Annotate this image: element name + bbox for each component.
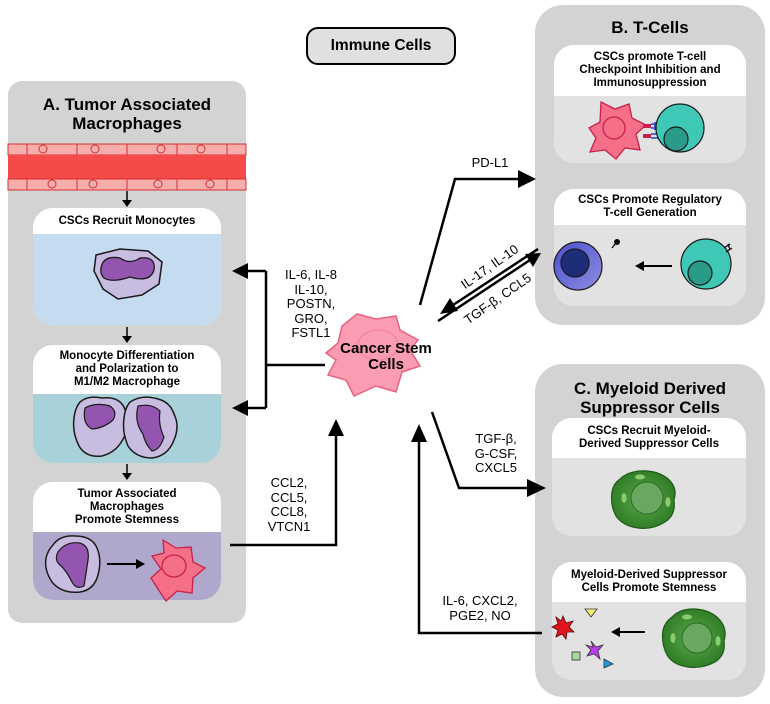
card-title: Monocyte Differentiation and Polarizatio…: [33, 345, 221, 394]
card-title-line: Cells Promote Stemness: [581, 582, 717, 594]
panel-a-title-line1: A. Tumor Associated: [42, 95, 212, 114]
arrowhead-to-csc-from-mdsc: [411, 424, 427, 442]
mdsc-stemness-icon: [661, 608, 726, 669]
panel-c-title-line1: C. Myeloid Derived: [573, 379, 727, 398]
tumor-cell-icon: [150, 538, 207, 602]
checkpoint-illustration-area: [554, 96, 746, 163]
cytokine-diamond-purple-icon: [584, 640, 605, 661]
card-title-line: Checkpoint Inhibition and: [579, 64, 721, 76]
arrowhead-to-card1: [232, 263, 248, 279]
arrow-csc-to-treg: [437, 256, 534, 323]
arrow-tam-to-csc: [230, 434, 338, 547]
label-csc-to-tam: IL-6, IL-8 IL-10, POSTN, GRO, FSTL1: [284, 267, 338, 340]
card-title-line: M1/M2 Macrophage: [73, 376, 181, 388]
card-title: Myeloid-Derived Suppressor Cells Promote…: [552, 562, 746, 602]
card-mdsc-promote-stemness: Myeloid-Derived Suppressor Cells Promote…: [552, 562, 746, 680]
csc-label-line1: Cancer Stem: [340, 340, 432, 357]
card-title-line: Macrophages: [89, 500, 165, 513]
flow-arrow-vessel-to-card1: [122, 191, 132, 207]
cancer-stem-cells-label: Cancer Stem Cells: [318, 341, 454, 373]
panel-a-title: A. Tumor Associated Macrophages: [8, 95, 246, 133]
panel-c-title-line2: Suppressor Cells: [580, 398, 720, 417]
cancer-stem-cell-icon: [324, 313, 422, 397]
csc-tumor-cell-icon: [588, 100, 648, 160]
tam-icon: [44, 535, 101, 594]
monocyte-icon: [93, 248, 163, 300]
card-title: CSCs Recruit Monocytes: [33, 208, 221, 234]
card-title: CSCs promote T-cell Checkpoint Inhibitio…: [554, 45, 746, 96]
label-csc-to-mdsc: TGF-β, G-CSF, CXCL5: [474, 431, 518, 475]
card-title-line: CSCs promote T-cell: [593, 51, 707, 63]
card-title-line: Tumor Associated: [77, 487, 177, 500]
card-title: CSCs Recruit Myeloid- Derived Suppressor…: [552, 418, 746, 458]
card-title-line: CSCs Recruit Myeloid-: [587, 425, 711, 437]
arrow-tcell-to-csc: [449, 247, 539, 309]
arrow-csc-to-checkpoint: [418, 177, 520, 306]
card-title-line: Monocyte Differentiation: [59, 350, 195, 362]
label-tam-to-csc: CCL2, CCL5, CCL8, VTCN1: [267, 475, 311, 534]
arrow-tam-to-tumor: [107, 559, 145, 569]
immune-cells-title: Immune Cells: [306, 27, 456, 65]
regulatory-t-cell-icon: [553, 239, 620, 291]
arrow-csc-to-mdsc: [430, 411, 528, 490]
panel-b-title: B. T-Cells: [611, 18, 689, 37]
card-title-line: CSCs Promote Regulatory: [578, 194, 722, 206]
card-title-line: Derived Suppressor Cells: [579, 438, 719, 450]
arrow-mdsc-to-cytokines: [611, 627, 645, 637]
macrophage-m2-icon: [122, 396, 178, 459]
card-title: CSCs Promote Regulatory T-cell Generatio…: [554, 189, 746, 225]
card-title-line: Immunosuppression: [593, 77, 707, 89]
flow-arrow-card2-to-card3: [122, 464, 132, 480]
arrow-csc-to-tam: [246, 269, 325, 410]
panel-c-title: C. Myeloid Derived Suppressor Cells: [535, 379, 765, 417]
card-checkpoint-inhibition: CSCs promote T-cell Checkpoint Inhibitio…: [554, 45, 746, 163]
arrow-tcell-to-treg: [635, 261, 672, 271]
macrophage-m1-icon: [72, 396, 128, 458]
arrowhead-to-csc-from-tam: [328, 419, 344, 436]
cytokine-square-green-icon: [571, 651, 581, 661]
arrowhead-to-card2: [232, 400, 248, 416]
card-title-line: Myeloid-Derived Suppressor: [571, 569, 727, 581]
card-title: Tumor Associated Macrophages Promote Ste…: [33, 482, 221, 532]
arrowhead-to-mdsc: [527, 479, 546, 497]
t-cell-icon: [655, 103, 705, 153]
cytokine-triangle-blue-icon: [603, 658, 614, 669]
flow-arrow-card1-to-card2: [122, 327, 132, 343]
card-title-line: and Polarization to: [75, 363, 179, 375]
cytokine-triangle-yellow-icon: [584, 608, 598, 618]
panel-a-title-line2: Macrophages: [72, 114, 182, 133]
csc-label-line2: Cells: [368, 356, 404, 373]
mdsc-icon: [610, 470, 676, 529]
arrowhead-csc-to-treg: [525, 253, 541, 267]
card-title-line: Promote Stemness: [74, 513, 180, 526]
label-mdsc-to-csc: IL-6, CXCL2, PGE2, NO: [442, 593, 518, 623]
arrow-mdsc-to-csc: [417, 440, 542, 635]
naive-t-cell-icon: [680, 238, 733, 290]
arrowhead-to-checkpoint: [518, 170, 536, 188]
label-pd-l1: PD-L1: [471, 155, 509, 170]
cytokine-star-icon: [551, 614, 575, 640]
card-title-line: T-cell Generation: [603, 207, 697, 219]
